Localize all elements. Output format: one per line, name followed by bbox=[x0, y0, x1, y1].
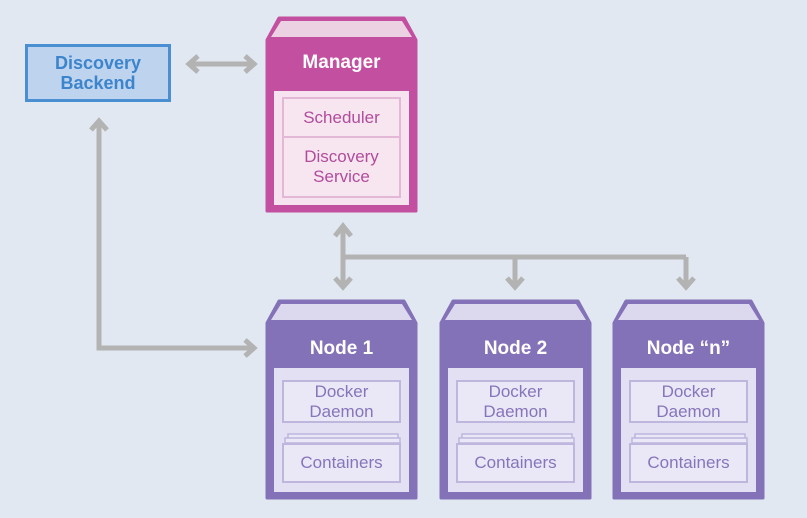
containers-label: Containers bbox=[300, 453, 383, 472]
node-2-title: Node 2 bbox=[483, 338, 548, 359]
discovery-service-line2: Service bbox=[313, 167, 370, 186]
containers-label: Containers bbox=[647, 453, 730, 472]
docker-daemon-box: Docker Daemon bbox=[629, 380, 748, 423]
scheduler-label: Scheduler bbox=[303, 107, 380, 127]
arrowhead-down bbox=[676, 276, 696, 291]
connector-backend-node1 bbox=[96, 123, 252, 351]
arrowhead-left bbox=[185, 54, 200, 74]
discovery-service-box: Discovery Service bbox=[282, 136, 401, 198]
arrowhead-right bbox=[243, 338, 258, 358]
manager-title: Manager bbox=[302, 52, 381, 73]
containers-box: Containers bbox=[282, 443, 401, 483]
containers-box: Containers bbox=[629, 443, 748, 483]
discovery-service-line1: Discovery bbox=[304, 147, 379, 166]
backend-label-line1: Discovery bbox=[54, 53, 142, 73]
arrowhead-up bbox=[89, 117, 109, 132]
docker-daemon-box: Docker Daemon bbox=[282, 380, 401, 423]
arrowhead-down bbox=[333, 276, 353, 291]
docker-daemon-label: Docker Daemon bbox=[656, 381, 721, 421]
arrowhead-up bbox=[333, 221, 353, 238]
docker-daemon-box: Docker Daemon bbox=[456, 380, 575, 423]
node-2-box: Node 2 Docker Daemon Containers bbox=[439, 299, 592, 500]
manager-box: Manager Scheduler Discovery Service bbox=[265, 16, 418, 213]
node-1-title: Node 1 bbox=[309, 338, 374, 359]
docker-daemon-label: Docker Daemon bbox=[483, 381, 548, 421]
containers-label: Containers bbox=[474, 453, 557, 472]
backend-label-line2: Backend bbox=[60, 73, 136, 93]
scheduler-box: Scheduler bbox=[282, 97, 401, 138]
arrowhead-right bbox=[243, 54, 258, 74]
node-n-title: Node “n” bbox=[646, 338, 731, 359]
discovery-backend-box: Discovery Backend bbox=[25, 44, 171, 102]
node-n-box: Node “n” Docker Daemon Containers bbox=[612, 299, 765, 500]
containers-box: Containers bbox=[456, 443, 575, 483]
docker-daemon-label: Docker Daemon bbox=[309, 381, 374, 421]
arrowhead-down bbox=[505, 276, 525, 291]
node-1-box: Node 1 Docker Daemon Containers bbox=[265, 299, 418, 500]
